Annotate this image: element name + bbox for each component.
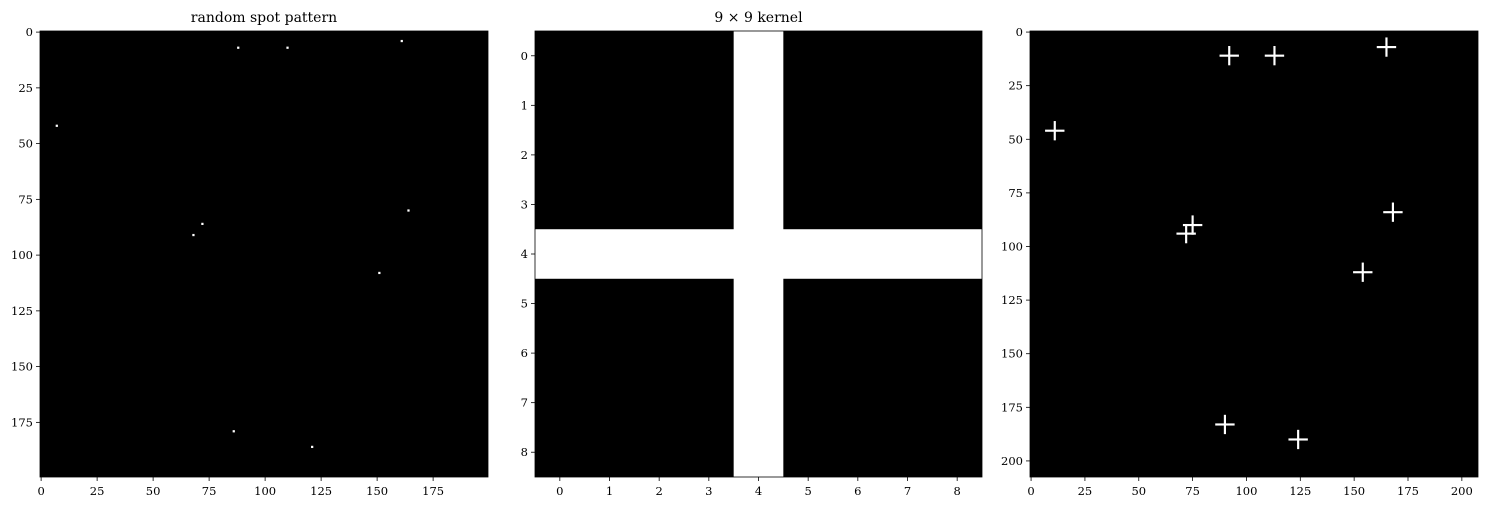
y-tick-label: 0 xyxy=(26,25,33,39)
x-tick-label: 25 xyxy=(1078,484,1093,498)
spot xyxy=(192,233,195,237)
x-tick-label: 150 xyxy=(1343,484,1365,498)
dilated-cross xyxy=(1045,121,1065,141)
axes-frame xyxy=(1029,30,1479,478)
x-tick-label: 175 xyxy=(422,484,444,498)
y-tick-label: 125 xyxy=(1001,293,1023,307)
y-tick-label: 175 xyxy=(1001,400,1023,414)
y-tick-label: 25 xyxy=(1008,79,1023,93)
x-tick-label: 0 xyxy=(1027,484,1034,498)
x-tick-label: 100 xyxy=(1235,484,1257,498)
y-tick-label: 75 xyxy=(18,192,33,206)
image-background xyxy=(1030,31,1478,477)
dilated-cross xyxy=(1176,223,1196,244)
x-tick-label: 25 xyxy=(90,484,105,498)
x-tick-label: 0 xyxy=(37,484,44,498)
x-tick-label: 2 xyxy=(656,484,663,498)
x-tick-label: 6 xyxy=(854,484,861,498)
x-tick-label: 125 xyxy=(1289,484,1311,498)
y-tick-label: 0 xyxy=(521,49,528,63)
dilated-cross xyxy=(1383,202,1403,222)
x-tick-label: 125 xyxy=(310,484,332,498)
panel-kernel: 0 1 2 3 4 5 6 7 8 0 1 2 3 4 5 6 7 8 9 × 9 kernel xyxy=(521,10,983,498)
x-tick-label: 0 xyxy=(556,484,563,498)
x-tick-label: 7 xyxy=(904,484,911,498)
panel-title: 9 × 9 kernel xyxy=(714,10,803,26)
image-background xyxy=(40,31,488,477)
spot xyxy=(55,124,58,127)
y-tick-label: 3 xyxy=(521,197,528,211)
x-tick-label: 4 xyxy=(755,484,762,498)
panel-random-spot-pattern: 0 25 50 75 100 125 150 175 0 25 50 75 100 125 150 175 ra… xyxy=(11,10,489,498)
x-tick-label: 75 xyxy=(1185,484,1200,498)
x-tick-label: 150 xyxy=(366,484,388,498)
spot xyxy=(400,39,403,43)
y-tick-label: 1 xyxy=(521,98,528,112)
y-tick-label: 50 xyxy=(1008,132,1023,146)
y-tick-label: 8 xyxy=(521,445,528,459)
y-tick-label: 100 xyxy=(11,248,33,262)
x-tick-label: 100 xyxy=(254,484,276,498)
y-tick-label: 175 xyxy=(11,415,33,429)
y-tick-label: 200 xyxy=(1001,454,1023,468)
spot xyxy=(201,222,204,226)
dilated-cross xyxy=(1215,414,1235,435)
y-tick-label: 4 xyxy=(521,247,528,261)
dilated-cross xyxy=(1376,37,1397,57)
spot xyxy=(407,209,410,212)
spot xyxy=(311,445,314,449)
y-tick-label: 5 xyxy=(521,297,528,311)
dilated-cross xyxy=(1353,262,1373,282)
x-tick-label: 175 xyxy=(1397,484,1419,498)
dilated-cross xyxy=(1264,46,1285,66)
dilated-cross xyxy=(1182,215,1203,235)
spot xyxy=(237,46,240,49)
spot xyxy=(286,46,289,49)
x-tick-label: 3 xyxy=(705,484,712,498)
y-tick-label: 50 xyxy=(18,137,33,151)
x-tick-label: 1 xyxy=(606,484,613,498)
panel-title: random spot pattern xyxy=(191,10,337,26)
spot xyxy=(232,430,235,433)
x-tick-label: 50 xyxy=(1131,484,1146,498)
x-tick-label: 75 xyxy=(202,484,217,498)
spot xyxy=(378,271,381,275)
y-tick-label: 6 xyxy=(521,346,528,360)
axes-frame xyxy=(39,30,489,478)
x-tick-label: 200 xyxy=(1451,484,1473,498)
y-tick-label: 100 xyxy=(1001,239,1023,253)
panel-dilated-result: 0 25 50 75 100 125 150 175 200 0 25 50 75 100 125 150 17… xyxy=(1001,25,1479,498)
y-tick-label: 0 xyxy=(1016,25,1023,39)
y-tick-label: 150 xyxy=(1001,347,1023,361)
dilated-cross xyxy=(1288,429,1308,450)
kernel-horizontal-bar xyxy=(535,229,982,279)
x-tick-label: 50 xyxy=(146,484,161,498)
dilated-cross xyxy=(1219,46,1239,66)
y-tick-label: 7 xyxy=(521,396,528,410)
y-tick-label: 25 xyxy=(18,81,33,95)
y-tick-label: 150 xyxy=(11,360,33,374)
y-tick-label: 75 xyxy=(1008,186,1023,200)
y-tick-label: 2 xyxy=(521,148,528,162)
x-tick-label: 5 xyxy=(805,484,812,498)
y-tick-label: 125 xyxy=(11,304,33,318)
x-tick-label: 8 xyxy=(954,484,961,498)
